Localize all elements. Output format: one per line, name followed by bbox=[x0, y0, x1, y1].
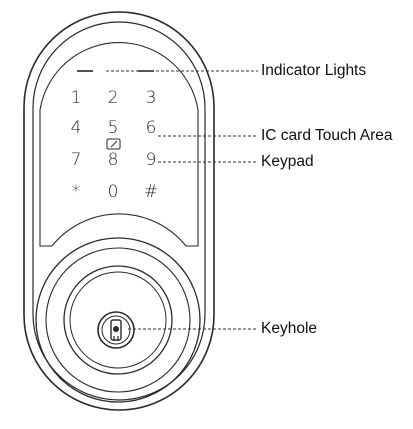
key-6: 6 bbox=[145, 118, 157, 138]
label-keyhole: Keyhole bbox=[261, 320, 318, 337]
lock-inner-bezel bbox=[32, 21, 206, 401]
key-8: 8 bbox=[107, 150, 119, 170]
label-keypad: Keypad bbox=[261, 153, 314, 170]
key-3: 3 bbox=[145, 88, 157, 108]
keyhole-inner-ring bbox=[101, 315, 131, 345]
keyhole-slot bbox=[110, 319, 122, 341]
lock-outer-body bbox=[23, 11, 215, 411]
keyhole-teeth bbox=[113, 336, 119, 341]
keypad-panel bbox=[39, 42, 199, 247]
key-2: 2 bbox=[107, 88, 119, 108]
label-indicator-lights: Indicator Lights bbox=[261, 62, 367, 79]
keyhole-outer-ring bbox=[97, 311, 135, 349]
key-star: * bbox=[71, 182, 81, 202]
key-0: 0 bbox=[107, 182, 119, 202]
key-9: 9 bbox=[145, 150, 157, 170]
key-4: 4 bbox=[70, 118, 82, 138]
key-1: 1 bbox=[70, 88, 82, 108]
keyhole-pin bbox=[113, 326, 119, 332]
lock-knob-inner bbox=[69, 271, 167, 369]
ic-card-icon-mark bbox=[110, 140, 118, 148]
lock-knob-outer bbox=[63, 265, 173, 375]
label-ic-card-area: IC card Touch Area bbox=[261, 127, 393, 144]
lock-rose-inner bbox=[45, 247, 191, 393]
key-5: 5 bbox=[107, 118, 119, 138]
key-7: 7 bbox=[70, 150, 82, 170]
key-hash: # bbox=[143, 182, 159, 202]
ic-card-icon bbox=[106, 138, 121, 150]
lock-rose-outer bbox=[35, 237, 201, 403]
